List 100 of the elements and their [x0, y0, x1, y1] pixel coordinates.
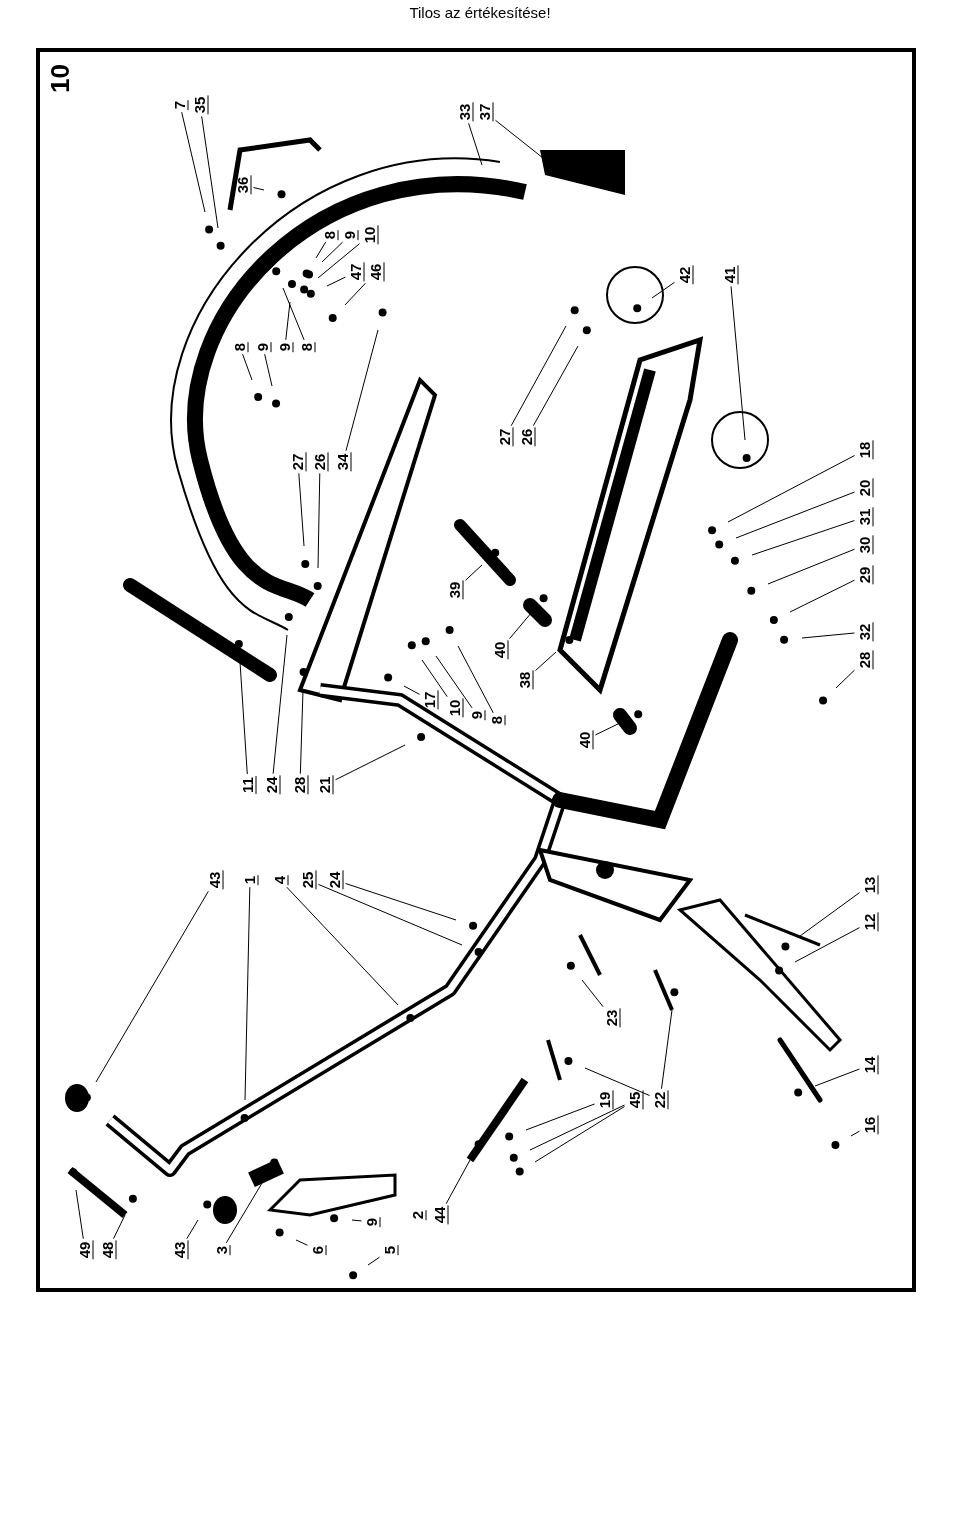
leader-line [326, 276, 346, 287]
callout-number: 49 [76, 1240, 94, 1260]
leader-line [244, 886, 251, 1101]
leader-line [344, 282, 366, 306]
callout-number: 22 [651, 1090, 669, 1110]
leader-line [351, 1219, 362, 1222]
callout-number: 23 [603, 1008, 621, 1028]
callout-number: 31 [856, 507, 874, 527]
leader-line [445, 1159, 471, 1205]
leader-line [239, 661, 248, 775]
leader-line [242, 353, 253, 381]
leader-line [75, 1189, 84, 1240]
callout-number: 32 [856, 622, 874, 642]
callout-number: 24 [263, 775, 281, 795]
leader-line [298, 472, 305, 547]
leader-line [253, 187, 265, 191]
callout-number: 28 [291, 775, 309, 795]
leader-line [509, 611, 533, 640]
callout-number: 40 [491, 640, 509, 660]
leader-line [299, 689, 304, 775]
leader-line [535, 651, 557, 671]
leader-line [435, 655, 473, 709]
callout-number: 44 [431, 1205, 449, 1225]
leader-line [495, 119, 544, 159]
callout-number: 9 [276, 341, 294, 353]
callout-number: 11 [239, 776, 257, 794]
callout-number: 19 [596, 1090, 614, 1110]
leader-line [317, 472, 321, 569]
leader-line [295, 1239, 308, 1246]
leader-line [282, 287, 305, 341]
callout-number: 16 [861, 1115, 879, 1135]
leader-line [286, 886, 399, 1006]
callout-number: 42 [676, 265, 694, 285]
leader-line [318, 883, 463, 946]
leader-line [201, 115, 219, 229]
callout-number: 39 [446, 580, 464, 600]
callout-number: 3 [213, 1244, 231, 1256]
leader-line [581, 979, 604, 1008]
figure-number: 10 [47, 64, 73, 93]
leader-line [272, 634, 288, 775]
leader-line [799, 892, 860, 937]
callout-number: 10 [446, 698, 464, 718]
callout-number: 40 [576, 730, 594, 750]
leader-line [335, 744, 406, 781]
leader-line [95, 890, 209, 1083]
callout-number: 35 [191, 95, 209, 115]
leader-line [457, 645, 494, 714]
callout-number: 20 [856, 478, 874, 498]
callout-number: 21 [316, 775, 334, 795]
callout-number: 46 [367, 262, 385, 282]
leader-line [345, 882, 457, 921]
leader-line [317, 243, 360, 279]
leader-line [367, 1256, 380, 1266]
callout-number: 6 [309, 1244, 327, 1256]
leader-line [789, 579, 855, 613]
leader-line [584, 1067, 650, 1096]
leader-line [421, 659, 448, 698]
leader-line [186, 1219, 199, 1240]
leader-line [534, 1106, 625, 1163]
callout-number: 43 [171, 1240, 189, 1260]
callout-number: 14 [861, 1055, 879, 1075]
callout-number: 48 [99, 1240, 117, 1260]
callout-number: 26 [311, 452, 329, 472]
leader-line [661, 1009, 673, 1090]
leader-line [814, 1068, 860, 1087]
callout-number: 28 [856, 650, 874, 670]
callout-number: 17 [421, 690, 439, 710]
leader-line [510, 325, 567, 427]
leader-line [767, 548, 855, 585]
leader-line [525, 1103, 595, 1131]
leader-line [727, 455, 855, 523]
callout-number: 18 [856, 440, 874, 460]
callout-number: 33 [456, 102, 474, 122]
leader-line [264, 353, 273, 387]
leader-line [285, 301, 291, 341]
callout-number: 26 [518, 427, 536, 447]
callout-number: 24 [326, 870, 344, 890]
callout-number: 12 [861, 912, 879, 932]
callout-number: 5 [381, 1244, 399, 1256]
leader-line [113, 1214, 126, 1240]
callout-number: 7 [171, 99, 189, 111]
leader-line [345, 329, 379, 452]
callout-number: 4 [271, 874, 289, 886]
leader-line [315, 241, 327, 259]
leader-line [465, 564, 483, 581]
callout-number: 36 [234, 175, 252, 195]
callout-number: 8 [298, 341, 316, 353]
leader-line [651, 281, 675, 299]
leader-line [403, 685, 420, 695]
header-note: Tilos az értékesítése! [409, 4, 551, 21]
callout-number: 30 [856, 535, 874, 555]
callout-number: 43 [206, 870, 224, 890]
callout-number: 37 [476, 102, 494, 122]
leader-line [835, 669, 855, 689]
leader-line [735, 491, 855, 539]
callout-number: 9 [363, 1216, 381, 1228]
callout-number: 13 [861, 875, 879, 895]
callout-number: 27 [496, 427, 514, 447]
callout-number: 9 [254, 341, 272, 353]
callout-number: 9 [468, 709, 486, 721]
